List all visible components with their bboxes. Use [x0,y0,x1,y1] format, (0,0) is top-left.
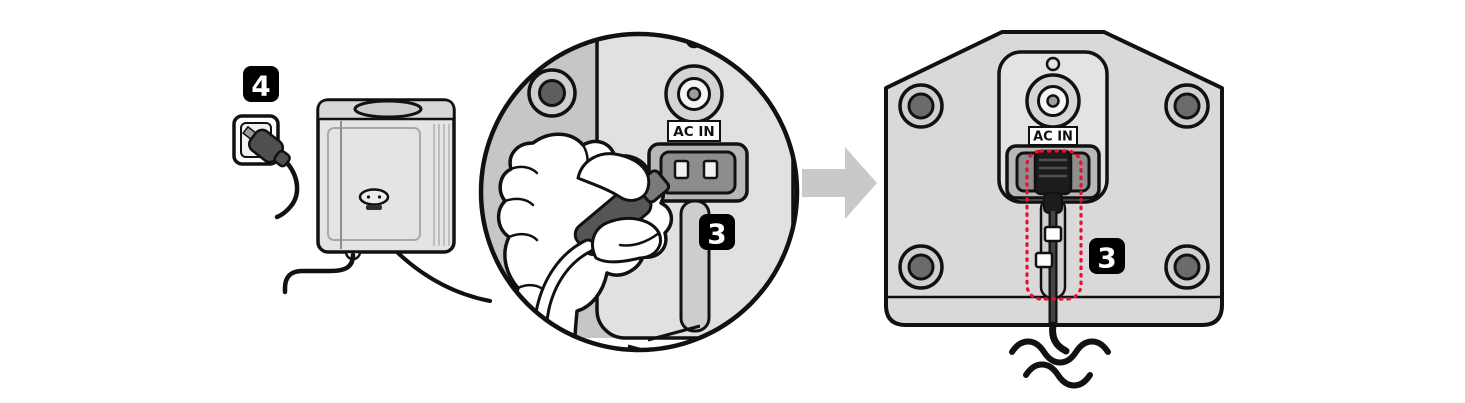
device-top-driver [353,99,423,119]
cord-to-magnifier [396,251,492,303]
step-4-badge [243,66,279,102]
device-grille [433,124,450,246]
thumb-crease [618,231,661,247]
ac-in-label-text-r: AC IN [1033,130,1073,145]
cable-clip-lower [1034,251,1054,269]
screw-bottom-right-r [1164,244,1210,290]
device-button-dot-right [377,195,382,199]
inserted-plug-body [1033,149,1073,196]
magnifier-circle [478,31,800,353]
plug-cord [274,161,300,220]
step-4-badge-label: 4 [251,70,270,103]
screw-top-left-r [898,83,944,129]
inserted-plug-neck [1043,192,1063,214]
ac-in-label-r: AC IN [1028,126,1078,146]
device-button-dot-left [366,195,371,199]
power-plug-icon [241,125,291,168]
device-front-panel [327,127,421,241]
screw-top-right-r [1164,83,1210,129]
ac-inlet-port [647,142,749,203]
highlight-dotted-outline [1025,149,1083,301]
panel-screw-hole-r [1045,56,1061,72]
cable-clip-upper [1043,225,1063,243]
inlet-pin-right [702,159,719,180]
step-3-badge-magnifier [699,214,735,250]
step-3-badge-result [1089,238,1125,274]
step-3-badge-result-label: 3 [1097,242,1116,275]
round-connector [664,64,724,124]
screw-top-left [527,68,577,118]
screw-bottom-left-r [898,244,944,290]
step-3-badge-magnifier-label: 3 [707,218,726,251]
speaker-device [282,98,492,303]
device-latch [366,205,382,210]
surface-line-2 [647,324,701,342]
magnifier-content: AC IN [481,34,797,350]
magnifier-section: AC IN [478,31,800,353]
cable-squiggle [1009,321,1111,389]
device-cord [282,252,356,295]
ac-in-label-text: AC IN [673,124,714,140]
plug-ribs [1039,158,1067,178]
ac-in-label-box [667,120,721,142]
round-connector-r [1025,73,1081,129]
index-finger [576,152,651,202]
inlet-pin-left [673,159,690,180]
result-section: AC IN 3 [884,30,1224,389]
inserted-plug [1033,149,1073,327]
transition-arrow-icon [802,147,877,219]
ac-in-label: AC IN [667,120,721,142]
step4-section: 4 [232,66,492,303]
device-button-oval [358,188,390,206]
